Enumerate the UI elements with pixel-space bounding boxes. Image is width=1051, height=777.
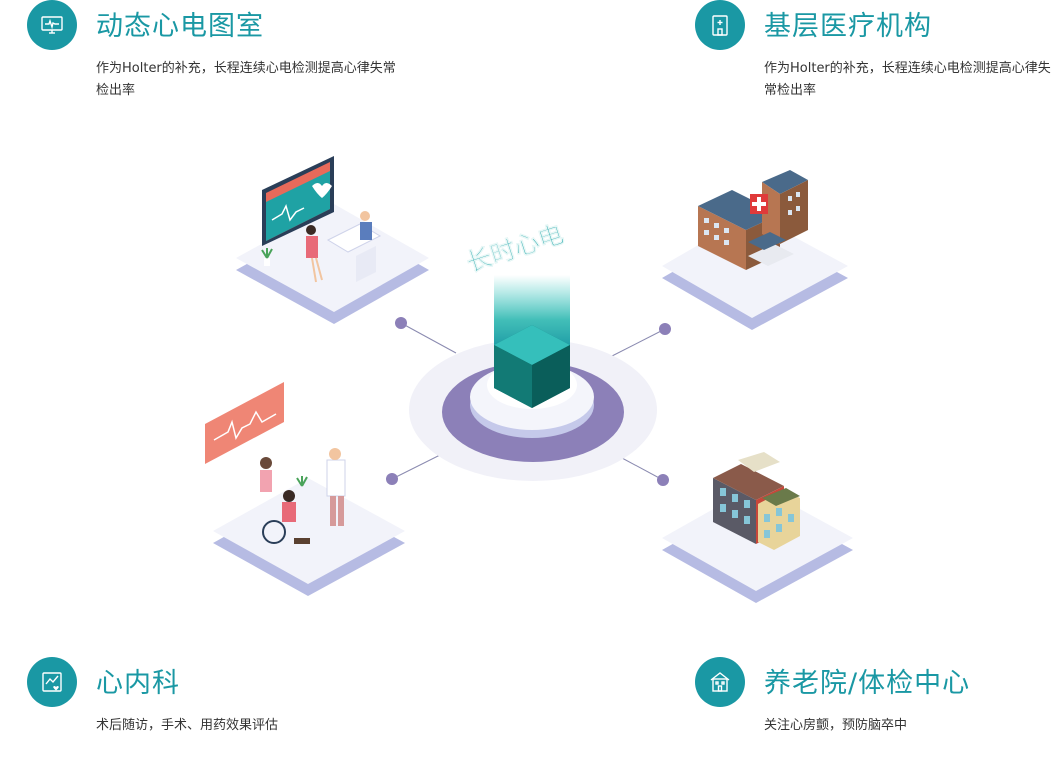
feature-title: 心内科 bbox=[96, 668, 180, 699]
feature-title: 基层医疗机构 bbox=[764, 11, 932, 42]
center-label: 长时心电 bbox=[463, 219, 567, 277]
ecg-room-card bbox=[236, 156, 429, 324]
ecg-monitor-icon bbox=[27, 0, 77, 50]
connector-lines bbox=[391, 322, 666, 481]
feature-description: 作为Holter的补充，长程连续心电检测提高心律失常检出率 bbox=[96, 61, 396, 98]
center-platform bbox=[409, 275, 657, 481]
nursing-home-icon bbox=[695, 657, 745, 707]
feature-description: 关注心房颤，预防脑卒中 bbox=[764, 718, 908, 733]
hospital-card bbox=[662, 170, 848, 330]
clinic-building-icon bbox=[695, 0, 745, 50]
nursing-home-card bbox=[662, 452, 853, 603]
heart-chart-icon bbox=[27, 657, 77, 707]
feature-title: 动态心电图室 bbox=[96, 11, 264, 42]
cardiology-card bbox=[205, 382, 405, 596]
feature-description: 术后随访，手术、用药效果评估 bbox=[96, 718, 279, 733]
connector-dots bbox=[386, 317, 671, 486]
feature-title: 养老院/体检中心 bbox=[764, 668, 971, 699]
feature-description: 作为Holter的补充，长程连续心电检测提高心律失常检出率 bbox=[764, 61, 1051, 98]
